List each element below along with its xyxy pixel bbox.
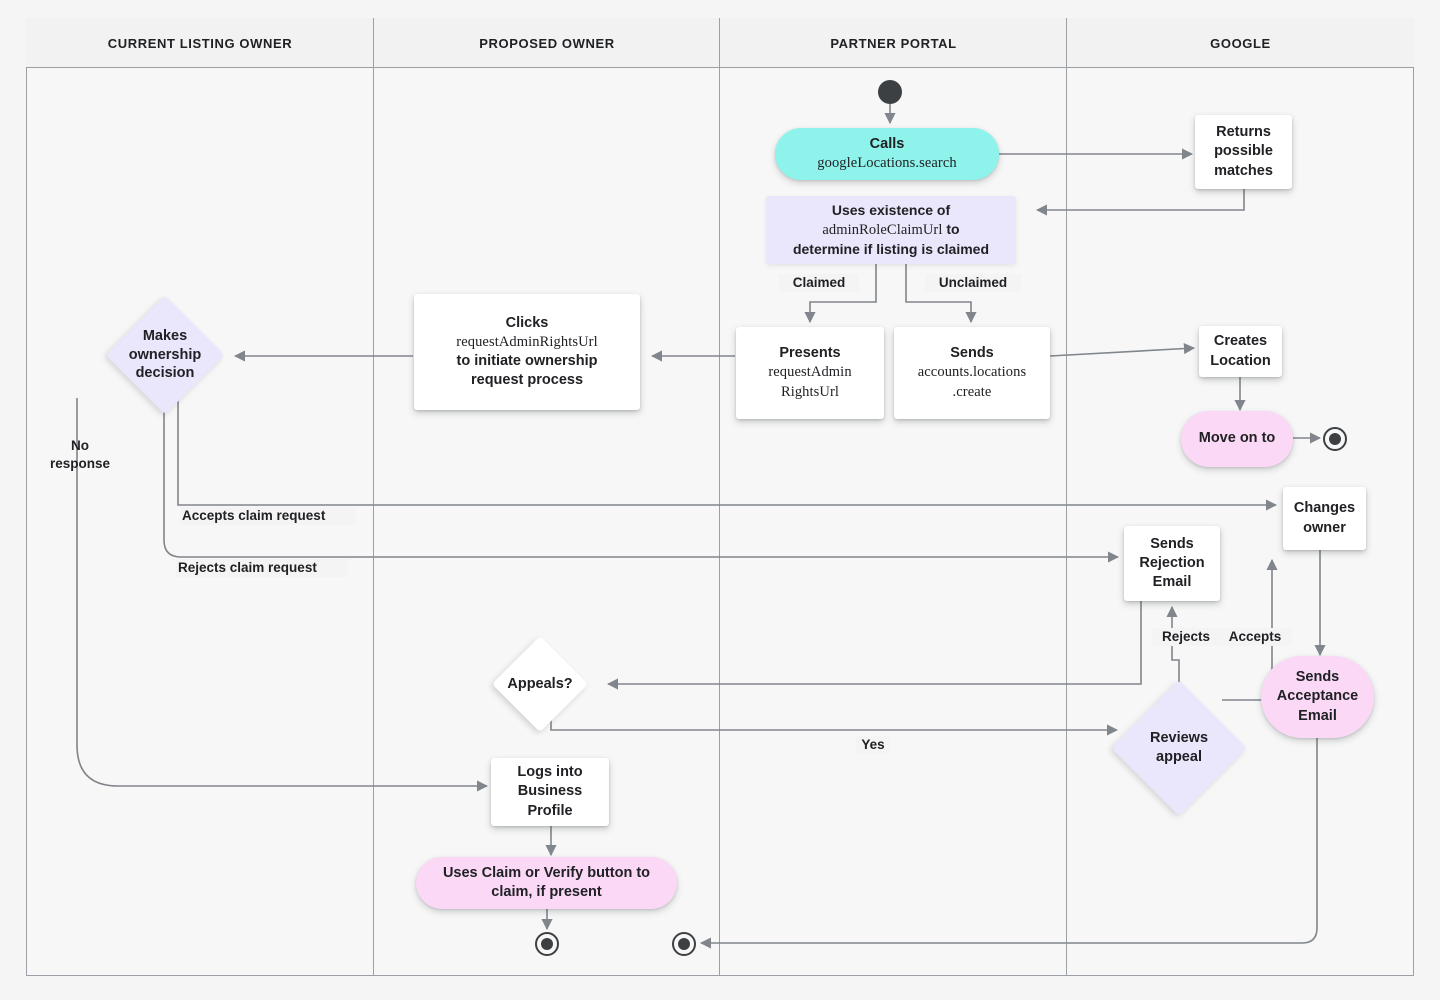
node-logs-into-business-profile[interactable]: Logs into Business Profile [491, 758, 609, 826]
node-sends-acceptance-email[interactable]: Sends Acceptance Email [1261, 656, 1374, 738]
node-move-on-to[interactable]: Move on to [1181, 411, 1293, 467]
node-line-1: Presents [779, 345, 841, 362]
lane-divider-3 [1066, 18, 1067, 976]
node-appeals-decision[interactable]: Appeals? [491, 635, 589, 733]
edge-label-no-response-line-2: response [49, 455, 111, 471]
node-line-2: ownership [128, 346, 202, 363]
edge-label-unclaimed: Unclaimed [925, 274, 1021, 292]
node-line-2: requestAdminRightsUrl [456, 333, 598, 350]
node-line-1: Creates [1213, 333, 1268, 350]
lane-header-partner-portal: PARTNER PORTAL [830, 35, 957, 51]
end-node-proposed-owner-right [672, 932, 696, 956]
node-line-2-suffix: to [942, 220, 960, 237]
node-sends-accounts-locations-create[interactable]: Sends accounts.locations .create [894, 327, 1050, 419]
node-changes-owner[interactable]: Changes owner [1283, 487, 1366, 550]
node-line-1: Makes [142, 327, 188, 344]
node-line-3: Profile [527, 802, 573, 819]
lane-divider-1 [373, 18, 374, 976]
edge-label-no-response-line-1: No [71, 438, 89, 453]
lane-header-proposed-owner: PROPOSED OWNER [479, 35, 615, 51]
node-line-1: Reviews [1149, 730, 1209, 747]
node-line-2: Location [1210, 352, 1271, 369]
edge-label-yes: Yes [856, 736, 890, 754]
node-line-3: RightsUrl [780, 383, 840, 400]
node-line-2: possible [1214, 143, 1273, 160]
start-node-partner-portal [878, 80, 902, 104]
lane-header-google: GOOGLE [1210, 35, 1271, 51]
diamond-label: Makes ownership decision [123, 327, 207, 384]
node-line-2: accounts.locations [917, 364, 1027, 381]
node-line-2: Acceptance [1276, 688, 1359, 705]
node-makes-ownership-decision[interactable]: Makes ownership decision [105, 295, 225, 415]
node-line-2: Rejection [1139, 554, 1205, 571]
node-line-1: Clicks [505, 314, 549, 331]
node-line-3: .create [952, 383, 992, 400]
node-line-1: Uses existence of [831, 202, 951, 219]
edge-label-accepts: Accepts [1218, 628, 1292, 646]
end-node-google-top [1323, 427, 1347, 451]
node-line-1: Sends [1295, 669, 1340, 686]
node-line-3: decision [135, 365, 195, 382]
lane-header-current-listing-owner: CURRENT LISTING OWNER [107, 35, 293, 51]
end-node-proposed-owner-left [535, 932, 559, 956]
node-line-3: determine if listing is claimed [792, 241, 990, 258]
node-line-1: Returns [1216, 124, 1271, 141]
node-creates-location[interactable]: Creates Location [1199, 326, 1282, 377]
node-line-3: Email [1298, 707, 1337, 724]
node-line-2: requestAdmin [768, 364, 852, 381]
edge-label-accepts-claim-request: Accepts claim request [180, 507, 356, 525]
node-line-1: Uses Claim or Verify button to [442, 864, 651, 881]
node-line-1: Sends [950, 345, 994, 362]
node-line-3: matches [1214, 162, 1273, 179]
node-uses-claim-or-verify-button[interactable]: Uses Claim or Verify button to claim, if… [416, 857, 677, 909]
node-reviews-appeal[interactable]: Reviews appeal [1111, 680, 1247, 816]
node-sends-rejection-email[interactable]: Sends Rejection Email [1124, 526, 1220, 601]
node-line-2: Business [517, 783, 583, 800]
node-line-3: Email [1152, 574, 1192, 591]
diamond-label: Appeals? [506, 675, 574, 694]
node-uses-existence-admin-role-claim-url[interactable]: Uses existence of adminRoleClaimUrl to d… [766, 196, 1016, 264]
edge-label-rejects-claim-request: Rejects claim request [176, 559, 348, 577]
node-line-2: appeal [1156, 749, 1202, 765]
diamond-label: Reviews appeal [1131, 729, 1227, 767]
node-line-1: Sends [1150, 535, 1194, 552]
node-clicks-request-admin-rights-url[interactable]: Clicks requestAdminRightsUrl to initiate… [414, 294, 640, 410]
node-line-2: googleLocations.search [817, 155, 957, 171]
node-line-1: Move on to [1198, 430, 1276, 447]
edge-label-claimed: Claimed [779, 274, 859, 292]
edge-label-rejects: Rejects [1152, 628, 1220, 646]
node-line-1: Changes [1293, 500, 1356, 517]
node-line-1: Calls [869, 135, 905, 152]
node-line-2: owner [1303, 519, 1346, 536]
swimlane-header-row [26, 18, 1414, 68]
lane-divider-2 [719, 18, 720, 976]
node-line-2: claim, if present [491, 884, 602, 900]
node-line-1: Logs into [517, 764, 583, 781]
node-line-1: Appeals? [507, 675, 573, 692]
node-line-3: to initiate ownership [456, 353, 598, 369]
code-admin-role-claim-url: adminRoleClaimUrl [822, 221, 943, 238]
node-calls-google-locations-search[interactable]: Calls googleLocations.search [775, 128, 999, 180]
node-line-2: adminRoleClaimUrl to [822, 220, 959, 240]
node-line-4: request process [470, 372, 584, 389]
node-presents-request-admin-rights-url[interactable]: Presents requestAdmin RightsUrl [736, 327, 884, 419]
node-returns-possible-matches[interactable]: Returns possible matches [1195, 115, 1292, 189]
edge-label-no-response: No response [36, 437, 124, 472]
